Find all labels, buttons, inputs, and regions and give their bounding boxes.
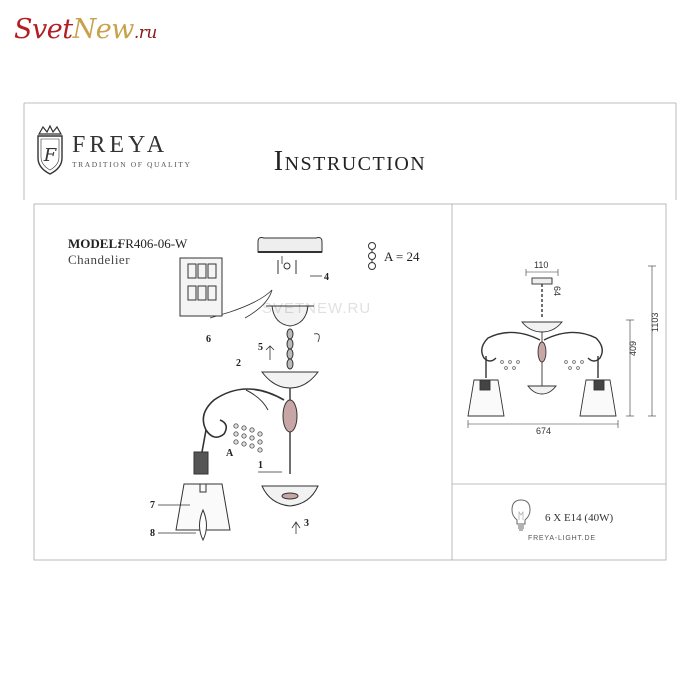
dim-width: 674 (536, 426, 551, 436)
callout-3: 3 (304, 518, 309, 529)
callout-8: 8 (150, 528, 155, 539)
dim-height-min: 409 (628, 341, 638, 356)
callout-5: 5 (258, 342, 263, 353)
dim-top-height: 64 (552, 286, 562, 296)
part-count: A = 24 (384, 249, 420, 264)
crystal-part-icon (368, 242, 376, 270)
model-code: FR406-06-W (118, 236, 188, 251)
svg-text:F: F (43, 145, 58, 166)
callout-2: 2 (236, 358, 241, 369)
brand-emblem-icon: F (37, 124, 63, 175)
document-title: Instruction (273, 146, 427, 177)
brand-tagline: TRADITION OF QUALITY (72, 160, 192, 169)
site-logo-part3: .ru (133, 23, 157, 43)
dim-height-max: 1103 (650, 313, 660, 332)
callout-4: 4 (324, 272, 329, 283)
callout-A: A (226, 448, 234, 459)
website-label: FREYA-LIGHT.DE (528, 535, 596, 542)
dim-top-width: 110 (534, 260, 548, 270)
site-logo: SvetNew.ru (14, 14, 157, 45)
brand-name: FREYA (72, 132, 169, 158)
model-label: MODEL: (68, 236, 122, 251)
callout-1: 1 (258, 460, 263, 471)
product-type: Chandelier (68, 252, 131, 267)
bulb-spec: 6 X E14 (40W) (545, 512, 614, 524)
assembly-diagram: 4 6 5 2 A 1 7 8 3 (150, 237, 329, 542)
site-logo-part1: Svet (14, 14, 73, 45)
callout-7: 7 (150, 500, 155, 511)
site-logo-part2: New (72, 14, 135, 45)
bulb-icon (511, 499, 531, 531)
dimension-diagram: 110 64 674 409 1103 (467, 260, 660, 436)
watermark: SVETNEW.RU (262, 300, 372, 317)
callout-6: 6 (206, 334, 211, 345)
